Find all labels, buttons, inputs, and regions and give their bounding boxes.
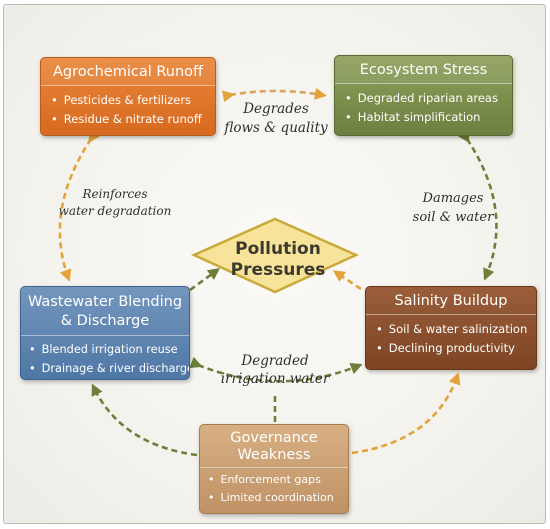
link-label-line: water degradation — [58, 204, 172, 218]
center-label: Pollution Pressures — [196, 227, 360, 293]
node-bullet: Declining productivity — [376, 339, 530, 358]
arrow-waste-diamond — [189, 268, 221, 292]
node-wastewater-blending: Wastewater Blending & Discharge Blended … — [20, 286, 190, 380]
link-label-line: irrigation water — [220, 371, 330, 387]
arrow-salt-diamond — [332, 270, 362, 291]
node-bullet: Enforcement gaps — [208, 471, 342, 489]
center-label-line2: Pressures — [230, 260, 326, 280]
link-label-damages: Damages soil & water — [402, 189, 504, 227]
link-label-line: flows & quality — [224, 120, 328, 136]
node-bullet: Blended irrigation reuse — [29, 340, 183, 359]
link-label-irrigation: Degraded irrigation water — [204, 352, 346, 388]
arrow-waste-salt — [189, 356, 363, 383]
pollution-pressures-diamond — [190, 217, 360, 294]
arrow-eco-salt — [458, 129, 498, 281]
link-label-line: Reinforces — [82, 187, 148, 201]
node-agrochemical-runoff: Agrochemical Runoff Pesticides & fertili… — [40, 57, 216, 136]
node-salinity-buildup: Salinity Buildup Soil & water salinizati… — [365, 286, 537, 370]
arrow-gov-waste — [91, 383, 198, 457]
link-label-line: soil & water — [412, 210, 494, 225]
link-label-reinforces: Reinforces water degradation — [54, 186, 176, 220]
connector-layer — [58, 87, 498, 457]
node-governance-weakness: Governance Weakness Enforcement gaps Lim… — [199, 424, 349, 514]
node-title: Agrochemical Runoff — [41, 58, 215, 86]
node-title: Ecosystem Stress — [335, 56, 512, 84]
node-bullet: Degraded riparian areas — [345, 89, 506, 108]
node-bullet: Habitat simplification — [345, 108, 506, 127]
node-bullet: Residue & nitrate runoff — [51, 110, 209, 129]
node-bullet: Drainage & river discharge — [29, 359, 189, 378]
diagram-frame: Pollution Pressures Agrochemical Runoff … — [3, 4, 546, 524]
arrow-gov-salt — [351, 372, 461, 455]
node-title: Salinity Buildup — [366, 287, 536, 315]
node-ecosystem-stress: Ecosystem Stress Degraded riparian areas… — [334, 55, 513, 136]
node-title: Wastewater Blending & Discharge — [21, 287, 189, 336]
node-bullet: Limited coordination — [208, 489, 342, 507]
link-label-line: Degraded — [241, 353, 309, 369]
link-label-line: Degrades — [243, 101, 309, 117]
node-bullet: Pesticides & fertilizers — [51, 91, 209, 110]
link-label-degrades: Degrades flows & quality — [206, 100, 346, 138]
center-label-line1: Pollution — [235, 239, 321, 259]
node-title: Governance Weakness — [200, 425, 348, 468]
link-label-line: Damages — [422, 191, 484, 206]
node-bullet: Soil & water salinization — [376, 320, 530, 339]
arrow-agro-eco — [222, 87, 327, 103]
